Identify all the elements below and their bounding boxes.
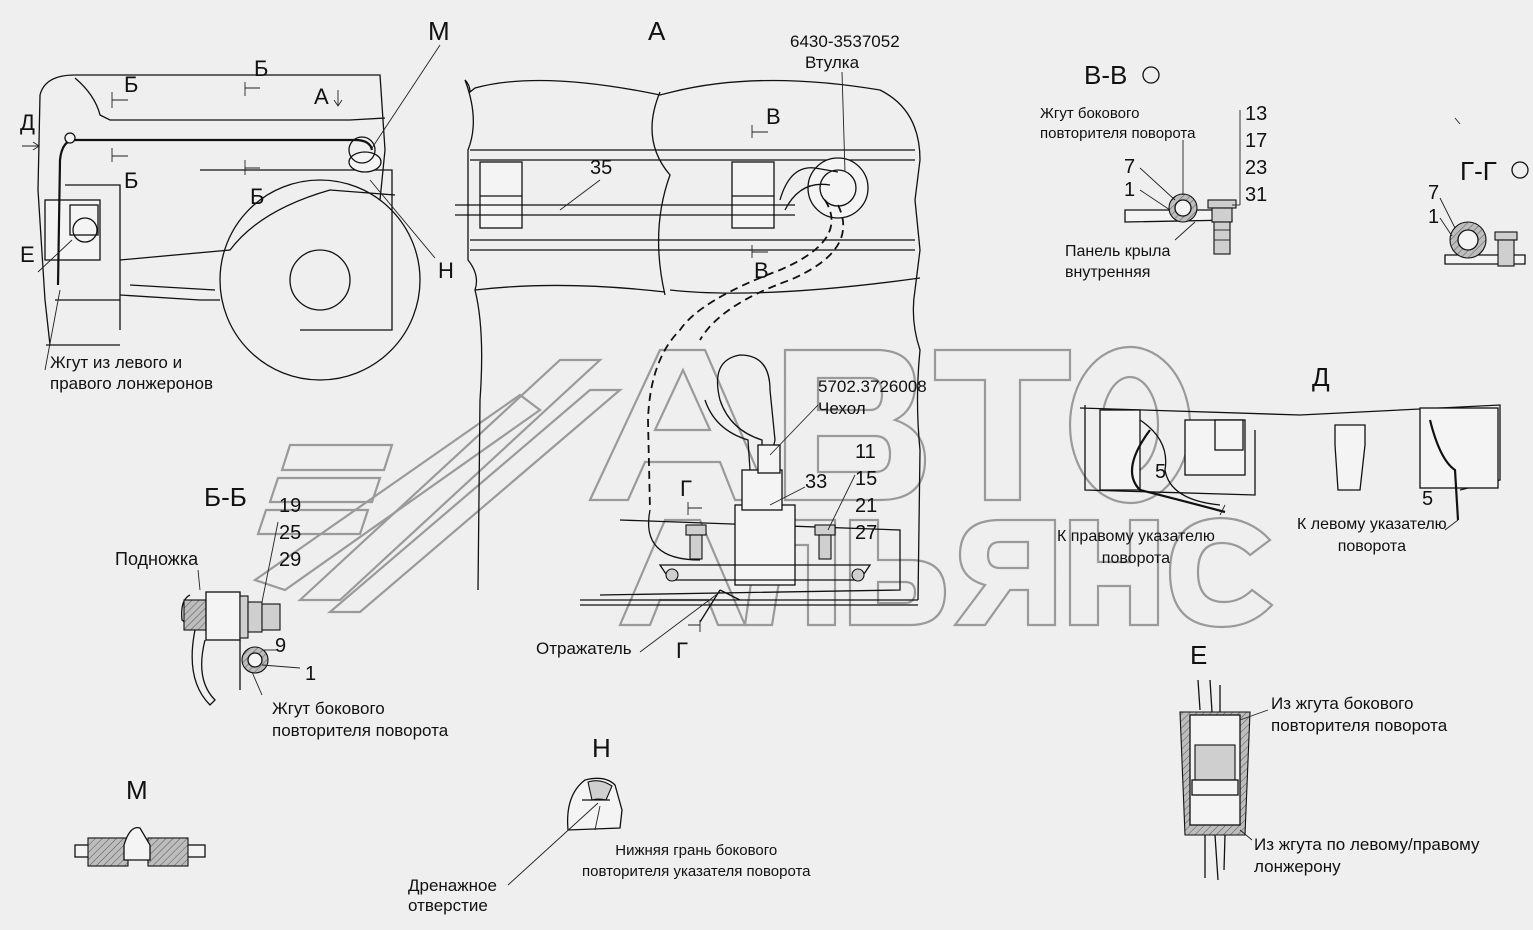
view-title-m: М — [126, 775, 148, 805]
callout-vv-7: 7 — [1124, 156, 1136, 178]
section-mark-g-mid: Г — [680, 476, 692, 501]
view-letter-a-small: А — [314, 84, 329, 109]
section-title-bb: Б-Б — [204, 482, 247, 512]
label-cover: Чехол — [818, 399, 866, 418]
callout-d-5a: 5 — [1155, 461, 1167, 483]
view-n-drawing — [507, 777, 623, 886]
label-drain-hole: Дренажное отверстие — [408, 876, 497, 916]
callout-11: 11 — [855, 441, 876, 463]
label-fender-panel: Панель крыла внутренняя — [1065, 243, 1171, 281]
watermark-letters — [588, 345, 1274, 629]
label-harness-side-repeater-bb: Жгут бокового повторителя поворота — [272, 699, 449, 740]
label-from-side-repeater-harness: Из жгута бокового повторителя поворота — [1271, 694, 1448, 735]
label-from-spar-harness: Из жгута по левому/правому лонжерону — [1254, 835, 1480, 876]
label-harness-spars: Жгут из левого и правого лонжеронов — [50, 353, 213, 394]
watermark-chevrons — [252, 358, 623, 614]
callout-13: 13 — [1245, 103, 1268, 125]
view-letter-d-left: Д — [20, 110, 35, 135]
label-lower-edge: Нижняя грань бокового повторителя указат… — [582, 842, 811, 880]
view-letter-m-top: М — [428, 16, 450, 46]
section-v-v-drawing — [1124, 66, 1241, 255]
bushing-ring — [807, 157, 869, 219]
callout-9: 9 — [275, 635, 287, 657]
callout-d-5b: 5 — [1422, 488, 1434, 510]
callout-15: 15 — [855, 468, 878, 490]
view-title-d: Д — [1312, 362, 1330, 392]
section-mark-b1: Б — [124, 72, 139, 97]
view-m-drawing — [74, 826, 206, 867]
label-bushing-part-number: 6430-3537052 — [790, 32, 900, 51]
section-mark-v-top: В — [766, 104, 781, 129]
cover-5702 — [734, 504, 796, 586]
callout-33: 33 — [805, 471, 828, 493]
label-to-right-indicator: К правому указателю поворота — [1057, 528, 1215, 567]
section-g-g-drawing — [1439, 117, 1529, 267]
label-step: Подножка — [115, 549, 199, 569]
harness-route-cab — [56, 138, 374, 286]
label-bushing: Втулка — [805, 53, 860, 72]
view-e-drawing — [1179, 679, 1269, 881]
section-mark-b2: Б — [254, 56, 269, 81]
callout-29: 29 — [279, 549, 302, 571]
callout-27: 27 — [855, 522, 878, 544]
view-letter-n-top: Н — [438, 258, 454, 283]
callout-gg-1: 1 — [1428, 206, 1440, 228]
clamp-right — [731, 161, 775, 229]
section-title-vv: В-В — [1084, 60, 1128, 90]
view-d-drawing — [1079, 404, 1501, 531]
callout-35: 35 — [590, 157, 613, 179]
section-mark-g-bot: Г — [676, 638, 688, 663]
view-letter-e-left: Е — [20, 242, 35, 267]
callout-31: 31 — [1245, 184, 1268, 206]
callout-gg-7: 7 — [1428, 182, 1440, 204]
view-title-e: Е — [1190, 640, 1208, 670]
section-mark-b4: Б — [250, 184, 265, 209]
label-to-left-indicator: К левому указателю поворота — [1297, 516, 1447, 555]
callout-19: 19 — [279, 495, 302, 517]
truck-side-view — [22, 44, 441, 381]
callout-23: 23 — [1245, 157, 1268, 179]
label-harness-side-repeater-vv: Жгут бокового повторителя поворота — [1040, 105, 1196, 142]
view-title-n: Н — [592, 733, 611, 763]
callout-vv-1: 1 — [1124, 179, 1136, 201]
view-a-drawing — [455, 71, 921, 653]
section-mark-v-bot: В — [754, 258, 769, 283]
view-letter-a: А — [648, 16, 666, 46]
callout-17: 17 — [1245, 130, 1268, 152]
section-b-b-drawing — [181, 521, 301, 706]
callout-21: 21 — [855, 495, 878, 517]
callout-25: 25 — [279, 522, 302, 544]
section-title-gg: Г-Г — [1460, 156, 1497, 186]
front-wheel — [219, 179, 421, 381]
callout-bb-1: 1 — [305, 663, 317, 685]
section-mark-b3: Б — [124, 168, 139, 193]
label-reflector: Отражатель — [536, 639, 632, 658]
clamp-left — [479, 161, 523, 229]
label-cover-part-number: 5702.3726008 — [818, 377, 927, 396]
